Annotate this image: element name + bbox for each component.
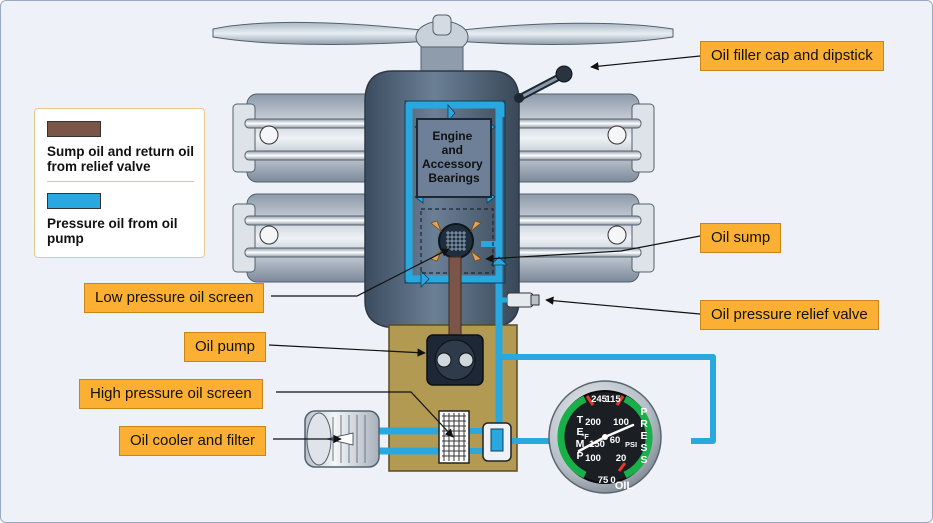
leader-lines [268, 55, 701, 444]
callout-high-pressure-screen: High pressure oil screen [79, 379, 263, 409]
oil-temp-pressure-gauge [548, 380, 662, 494]
gauge-oil-label: OIL [615, 480, 634, 492]
temp-tick-245: 245 [591, 394, 608, 405]
press-letter-s1: S [640, 442, 647, 454]
bearings-label-2: and [442, 143, 463, 157]
press-tick-20: 20 [616, 453, 627, 464]
press-letter-s2: S [640, 454, 647, 466]
oil-filler-cap-icon [514, 65, 573, 103]
press-letter-r: R [640, 418, 648, 430]
temp-letter-t: T [577, 414, 584, 426]
callout-relief-valve: Oil pressure relief valve [700, 300, 879, 330]
callout-oil-filler-cap: Oil filler cap and dipstick [700, 41, 884, 71]
callout-oil-pump: Oil pump [184, 332, 267, 362]
press-letter-p: P [640, 406, 647, 418]
callout-oil-cooler: Oil cooler and filter [119, 426, 267, 456]
temp-tick-150: 150 [589, 439, 605, 450]
bearings-label-3: Accessory [422, 157, 483, 171]
temp-letter-m: M [576, 438, 585, 450]
legend: Sump oil and return oil from relief valv… [34, 108, 205, 258]
bearings-box [416, 118, 492, 198]
relief-valve-icon [499, 292, 540, 308]
legend-swatch-sump-oil [47, 121, 101, 137]
pipe-outlines [404, 100, 506, 284]
callout-low-pressure-screen: Low pressure oil screen [84, 283, 265, 313]
temp-tick-75: 75 [598, 475, 609, 486]
deg-f-label: °F [581, 432, 589, 441]
temp-tick-200: 200 [585, 417, 601, 428]
press-tick-115: 115 [605, 394, 621, 405]
press-tick-0: 0 [610, 475, 615, 486]
psi-label: PSI [625, 440, 637, 449]
oil-pump-icon [426, 334, 484, 386]
legend-label-pressure-oil: Pressure oil from oil pump [47, 216, 178, 246]
bearings-label-4: Bearings [428, 171, 480, 185]
bearings-label-1: Engine [432, 129, 472, 143]
high-pressure-screen-icon [438, 410, 470, 464]
legend-divider [47, 181, 194, 182]
callout-oil-sump: Oil sump [700, 223, 782, 253]
press-tick-60: 60 [610, 435, 621, 446]
press-tick-100: 100 [613, 417, 629, 428]
svg-text:Engine and Accessory: Engine and Accessory Bearings [422, 129, 486, 185]
legend-swatch-pressure-oil [47, 193, 101, 209]
propeller [212, 14, 674, 72]
right-cylinders [490, 93, 655, 283]
pressure-fitting-icon [482, 422, 512, 462]
temp-letter-e: E [576, 426, 583, 438]
legend-label-sump-oil: Sump oil and return oil from relief valv… [47, 144, 195, 174]
press-letter-e: E [640, 430, 647, 442]
temp-letter-p: P [576, 450, 583, 462]
temp-tick-100: 100 [585, 453, 601, 464]
